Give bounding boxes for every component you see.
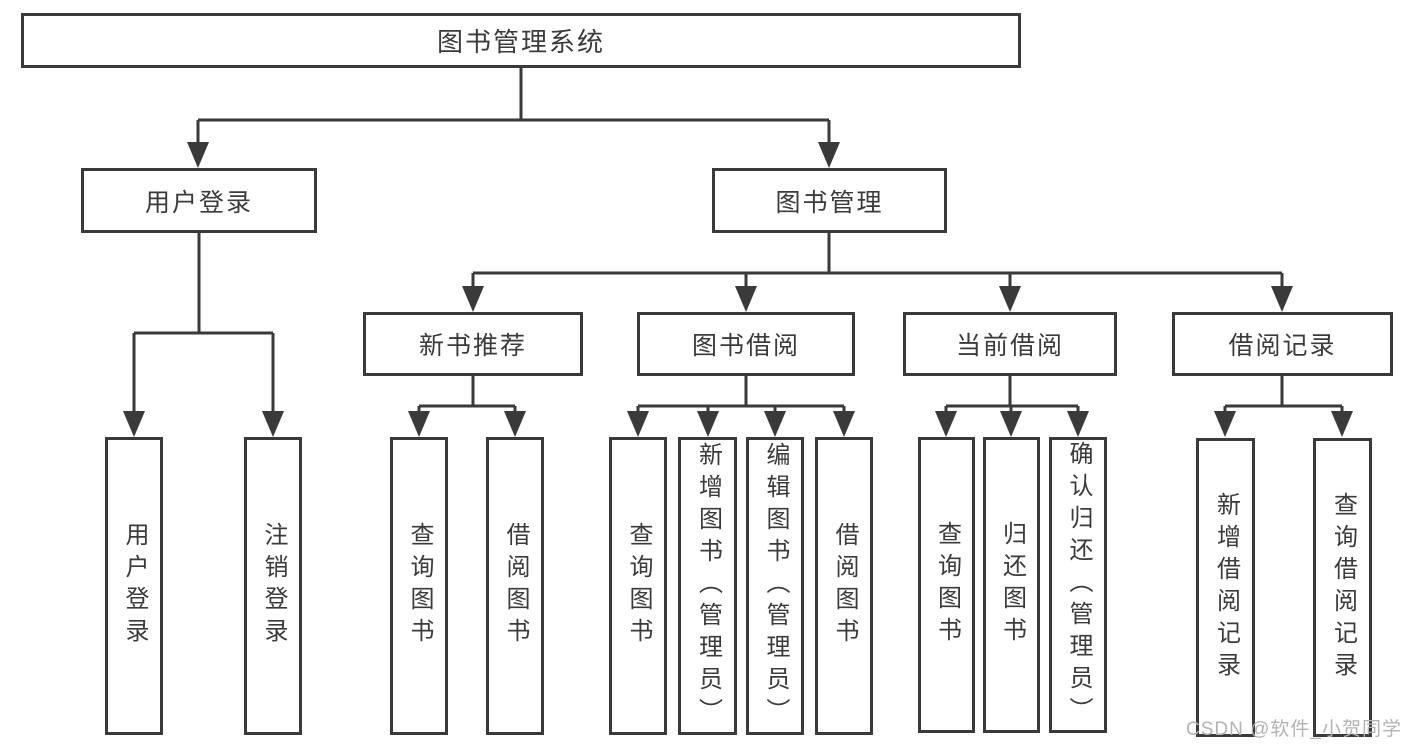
arrowhead-leaf-user-login	[123, 411, 145, 437]
arrowhead-book-management	[818, 142, 840, 168]
node-book-borrowing-label: 图书借阅	[691, 332, 800, 360]
leaf-query-borrow-record-label: 查询借阅记录	[1329, 491, 1357, 684]
leaf-borrow-books-2-label: 借阅图书	[831, 522, 858, 650]
watermark: CSDN @软件_小贺同学	[1186, 719, 1402, 740]
arrowhead-new-book-recommendation	[462, 286, 484, 312]
leaf-user-login-label: 用户登录	[121, 522, 148, 650]
connector-new-book-recommendation	[417, 376, 517, 414]
leaf-query-books-3-label: 查询图书	[933, 521, 961, 649]
leaf-logout-login-label: 注销登录	[260, 522, 287, 650]
connector-user-login	[132, 233, 275, 413]
connector-current-borrowing	[944, 376, 1080, 414]
leaf-query-books-2: 查询图书	[609, 437, 667, 735]
leaf-return-books: 归还图书	[983, 437, 1040, 733]
node-book-borrowing: 图书借阅	[637, 312, 855, 376]
node-library-system: 图书管理系统	[21, 13, 1021, 68]
leaf-borrow-books-1: 借阅图书	[486, 437, 544, 735]
node-borrowing-records-label: 借阅记录	[1228, 332, 1337, 360]
connector-book-management	[471, 233, 1284, 288]
node-borrowing-records: 借阅记录	[1172, 312, 1393, 376]
connector-book-borrowing	[636, 376, 846, 414]
arrowhead-leaf-logout	[262, 411, 284, 437]
arrowhead-confirm-return-admin	[1067, 411, 1089, 437]
leaf-add-borrow-record: 新增借阅记录	[1196, 438, 1255, 737]
arrowhead-edit-book-admin	[764, 411, 786, 437]
arrowhead-book-borrowing	[735, 286, 757, 312]
arrowhead-borrowing-records	[1271, 286, 1293, 312]
connector-root	[196, 68, 831, 144]
arrowhead-query-borrow-record	[1331, 411, 1353, 437]
leaf-borrow-books-2: 借阅图书	[815, 437, 873, 735]
leaf-logout-login: 注销登录	[244, 437, 302, 735]
leaf-confirm-return-admin: 确认归还（管理员）	[1049, 437, 1107, 733]
arrowhead-add-borrow-record	[1214, 411, 1236, 437]
leaf-query-books-1-label: 查询图书	[406, 522, 433, 650]
leaf-query-books-2-label: 查询图书	[625, 522, 652, 650]
node-current-borrowing: 当前借阅	[903, 312, 1117, 376]
node-new-book-recommendation: 新书推荐	[363, 312, 583, 376]
leaf-query-books-3: 查询图书	[918, 437, 975, 733]
arrowhead-current-borrowing	[999, 286, 1021, 312]
leaf-add-borrow-record-label: 新增借阅记录	[1212, 491, 1240, 684]
arrowhead-borrow-books-1	[504, 411, 526, 437]
node-new-book-recommendation-label: 新书推荐	[418, 332, 527, 360]
node-library-system-label: 图书管理系统	[436, 27, 605, 57]
node-user-login-label: 用户登录	[144, 188, 253, 217]
leaf-borrow-books-1-label: 借阅图书	[502, 522, 529, 650]
node-book-management-label: 图书管理	[775, 188, 884, 217]
leaf-edit-book-admin-label: 编辑图书（管理员）	[762, 442, 789, 730]
leaf-confirm-return-admin-label: 确认归还（管理员）	[1065, 441, 1092, 729]
node-user-login: 用户登录	[81, 168, 317, 233]
node-book-management: 图书管理	[712, 168, 947, 233]
arrowhead-add-book-admin	[697, 411, 719, 437]
arrowhead-user-login	[187, 142, 209, 168]
leaf-query-borrow-record: 查询借阅记录	[1313, 438, 1372, 737]
leaf-return-books-label: 归还图书	[998, 521, 1026, 649]
arrowhead-query-books-2	[627, 411, 649, 437]
arrowhead-query-books-1	[408, 411, 430, 437]
arrowhead-return-books	[1000, 411, 1022, 437]
leaf-edit-book-admin: 编辑图书（管理员）	[746, 437, 804, 735]
leaf-user-login: 用户登录	[105, 437, 163, 735]
arrowhead-borrow-books-2	[833, 411, 855, 437]
leaf-add-book-admin-label: 新增图书（管理员）	[694, 442, 722, 730]
arrowhead-query-books-3	[935, 411, 957, 437]
leaf-add-book-admin: 新增图书（管理员）	[678, 437, 737, 735]
leaf-query-books-1: 查询图书	[390, 437, 448, 735]
node-current-borrowing-label: 当前借阅	[955, 332, 1064, 360]
connector-borrowing-records	[1223, 376, 1344, 414]
